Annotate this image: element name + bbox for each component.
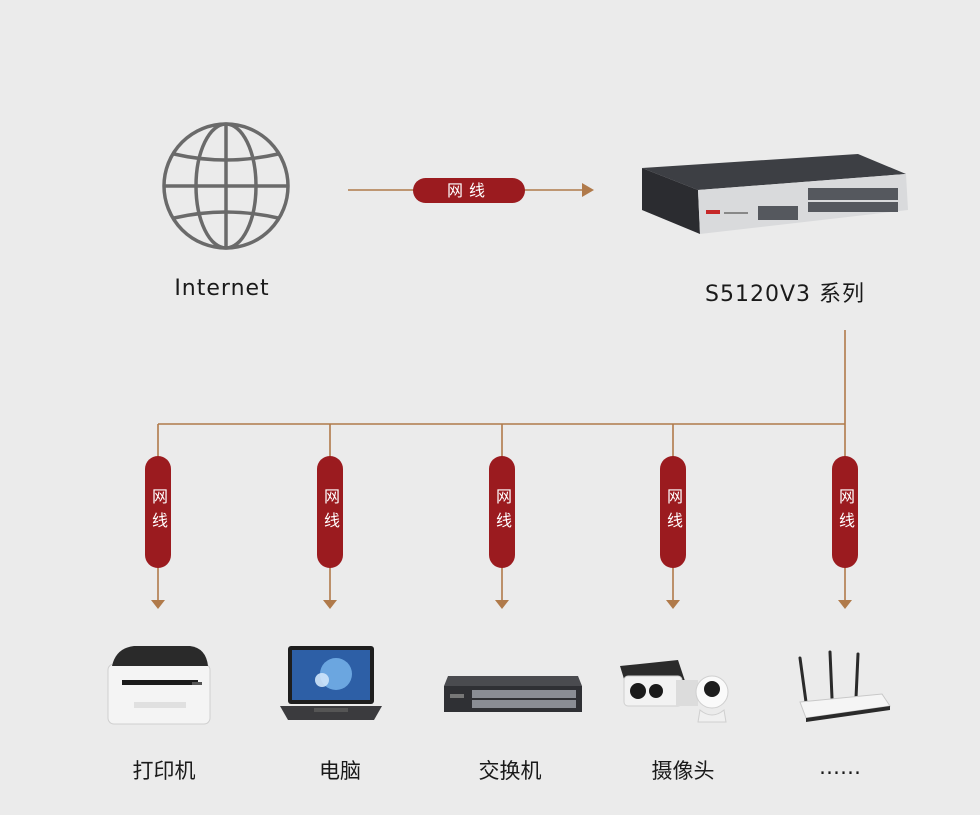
camera-icon <box>620 660 729 723</box>
cable-label-5: 网线 <box>832 456 858 568</box>
cable-label-uplink: 网线 <box>413 178 525 203</box>
cable-label-1: 网线 <box>145 456 171 568</box>
arrow-down-icon <box>495 600 509 609</box>
globe-icon <box>162 122 290 250</box>
arrow-down-icon <box>151 600 165 609</box>
arrow-down-icon <box>666 600 680 609</box>
device-label-printer: 打印机 <box>132 759 196 783</box>
router-icon <box>798 650 891 722</box>
device-label-more: …… <box>819 755 861 779</box>
cable-label-2: 网线 <box>317 456 343 568</box>
arrow-down-icon <box>323 600 337 609</box>
arrow-right-icon <box>582 183 594 197</box>
device-label-switch: 交换机 <box>478 759 542 783</box>
printer-icon <box>107 646 211 725</box>
switch-icon <box>444 676 582 712</box>
cable-label-4: 网线 <box>660 456 686 568</box>
main-switch-icon <box>642 154 908 234</box>
device-label-camera: 摄像头 <box>651 759 715 783</box>
device-label-laptop: 电脑 <box>319 759 361 783</box>
switch-label: S5120V3 系列 <box>705 282 865 307</box>
laptop-icon <box>280 646 382 720</box>
cable-label-3: 网线 <box>489 456 515 568</box>
internet-label: Internet <box>174 276 270 301</box>
arrow-down-icon <box>838 600 852 609</box>
